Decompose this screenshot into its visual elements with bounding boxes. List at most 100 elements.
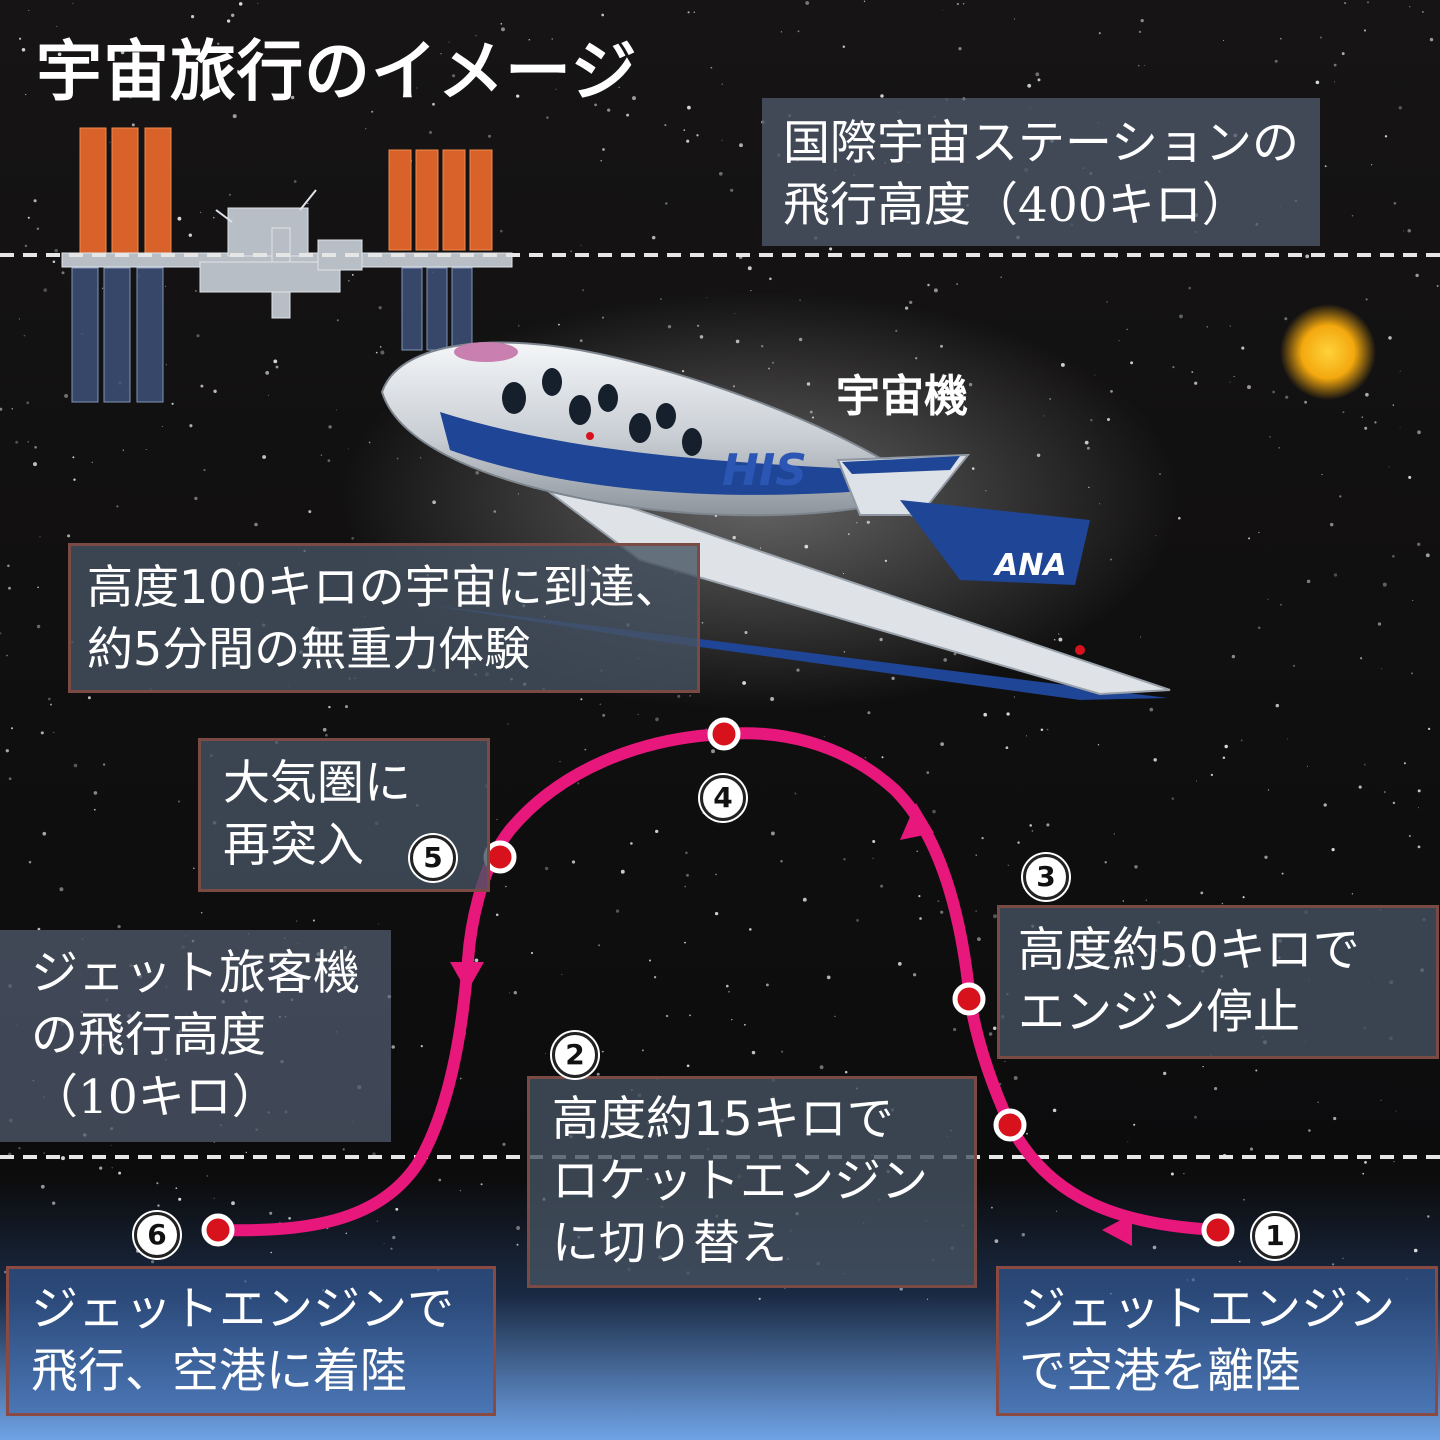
star [580,698,583,701]
star [116,505,119,508]
star [1308,1129,1311,1132]
star [1363,29,1367,32]
star [365,128,367,130]
star [328,705,331,709]
star [53,731,55,734]
star [1398,106,1403,110]
star [805,1,810,5]
star [378,923,380,925]
star [151,1260,155,1264]
star [655,829,659,834]
step-2-box: 高度約15キロで ロケットエンジン に切り替え [527,1076,977,1288]
star [15,440,19,444]
iss-label-line-1: 国際宇宙ステーションの [783,116,1300,171]
jet-label-line-1: ジェット旅客機 [31,946,360,1001]
step-5-number: 5 [410,835,456,881]
star [50,703,52,706]
star [27,216,30,219]
star [1363,763,1366,766]
star [390,1247,393,1250]
star [7,564,10,568]
star [975,854,977,856]
star [994,1239,999,1243]
star [1407,229,1411,233]
star [823,736,825,738]
star [420,1045,423,1048]
star [217,42,220,45]
star [1279,37,1282,40]
point-1 [1201,1213,1235,1247]
star [686,1064,690,1068]
step-2-line-2: ロケットエンジン [552,1154,928,1209]
star [1194,381,1198,385]
star [1113,833,1115,835]
star [1000,276,1002,279]
step-1-line-1: ジェットエンジン [1019,1282,1395,1337]
star [1267,598,1269,601]
star [990,1206,993,1209]
star [685,851,688,855]
star [718,171,723,176]
star [265,371,270,375]
star [546,116,549,119]
star [34,445,37,449]
star [26,401,30,405]
star [1183,1172,1185,1175]
star [794,792,797,795]
star [513,991,517,995]
star [602,148,605,151]
star [231,13,235,17]
star [780,859,783,863]
star [459,1077,462,1080]
zero-gravity-label: 高度100キロの宇宙に到達、 約5分間の無重力体験 [68,543,700,693]
star [18,318,20,320]
star [580,244,582,247]
star [118,1171,122,1175]
star [505,885,507,888]
star [1333,1116,1337,1121]
star [570,250,573,253]
star [47,697,51,701]
star [52,260,56,264]
star [1319,36,1322,39]
star [780,1050,784,1053]
star [1422,11,1424,13]
star [254,522,258,527]
star [1179,314,1183,319]
star [981,836,984,840]
star [28,10,30,11]
star [376,1220,378,1222]
star [18,1147,21,1150]
star [177,216,182,221]
star [120,50,125,55]
star [582,289,585,292]
star [1285,395,1289,399]
star [683,129,686,131]
star [632,96,636,101]
star [1104,861,1107,864]
step-1-line-2: で空港を離陸 [1019,1344,1301,1399]
star [328,425,332,429]
star [1383,791,1386,793]
star [937,900,940,903]
star [1344,2,1347,5]
star [702,812,704,814]
step-6-box: ジェットエンジンで 飛行、空港に着陸 [6,1266,496,1416]
star [653,976,657,979]
star [117,924,121,929]
star [1249,1147,1254,1151]
zero-g-line-1: 高度100キロの宇宙に到達、 [87,560,681,614]
star [56,25,58,27]
star [1331,1263,1335,1266]
star [983,712,988,717]
star [1052,1108,1057,1113]
step-6-number: 6 [134,1212,180,1258]
star [347,279,350,282]
star [1133,1123,1136,1126]
star [33,462,37,467]
star [1267,789,1270,791]
star [1436,284,1439,288]
star [1231,654,1236,659]
star [1134,865,1138,869]
star [0,407,3,411]
